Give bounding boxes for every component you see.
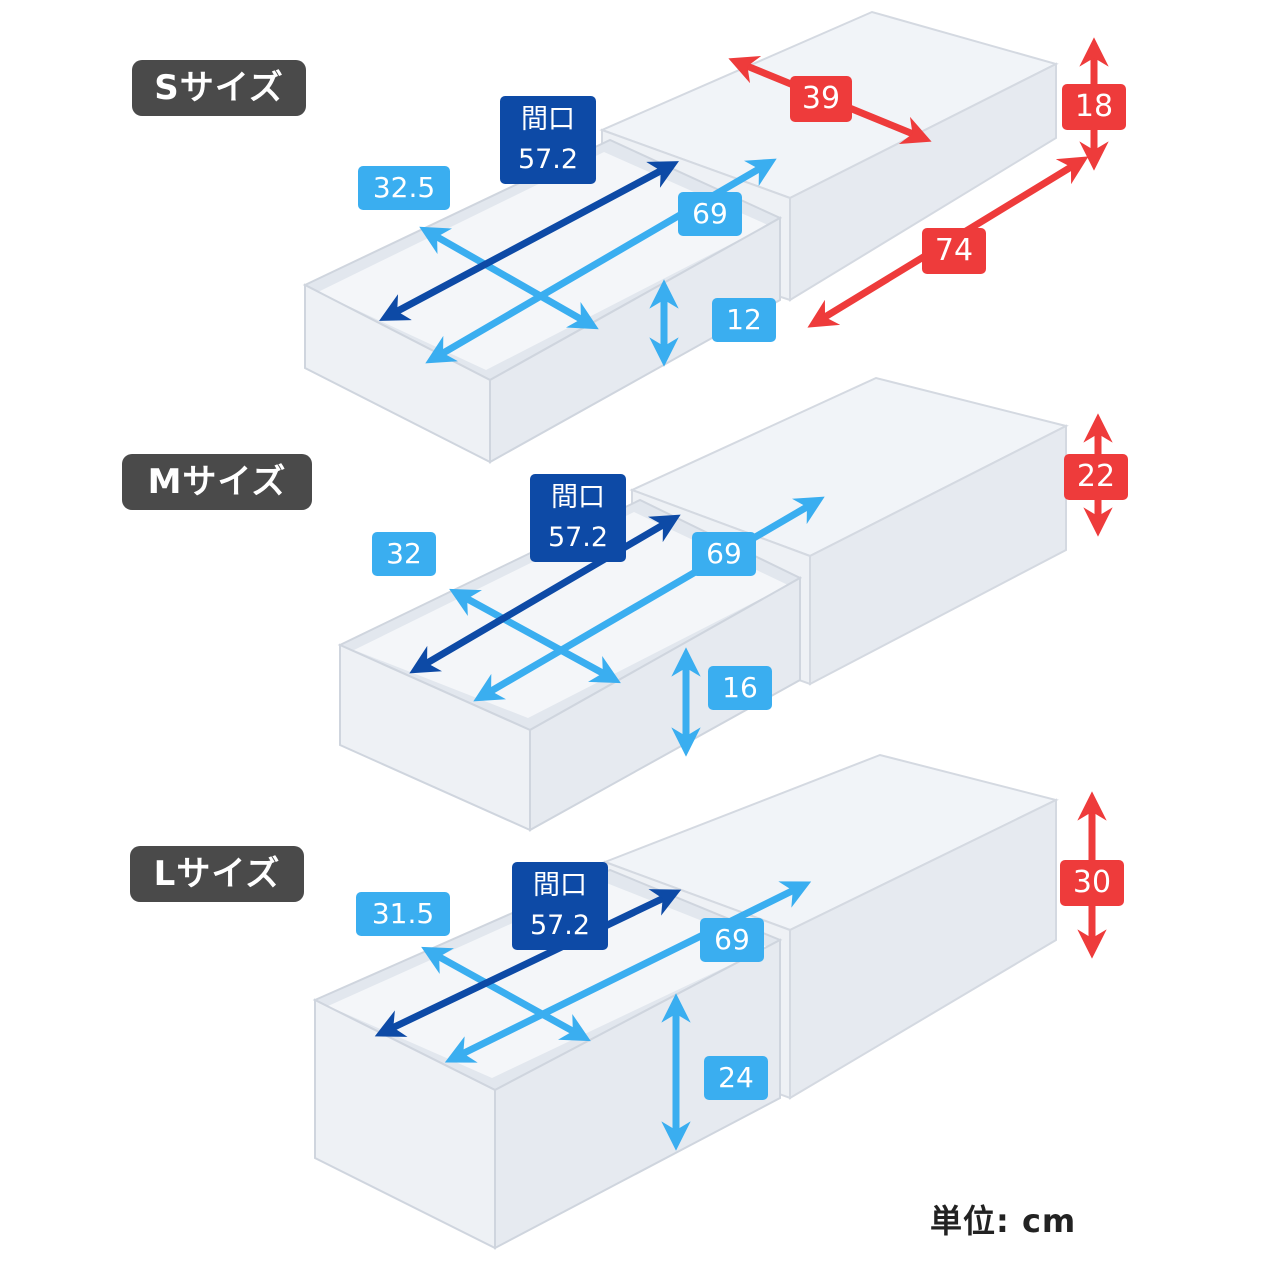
- size-label-m: Mサイズ: [122, 454, 312, 510]
- inner-depth-badge-s: 69: [678, 192, 742, 236]
- opening-value-m: 57.2: [547, 522, 609, 553]
- opening-badge-m: 間口 57.2: [530, 474, 626, 562]
- outer-depth-badge-s: 74: [922, 228, 986, 274]
- opening-value-l: 57.2: [529, 910, 591, 941]
- size-label-s: Sサイズ: [132, 60, 306, 116]
- inner-height-badge-m: 16: [708, 666, 772, 710]
- opening-badge-l: 間口 57.2: [512, 862, 608, 950]
- inner-height-badge-l: 24: [704, 1056, 768, 1100]
- arrow-m-inner-depth: [473, 496, 825, 702]
- inner-width-badge-s: 32.5: [358, 166, 450, 210]
- outer-width-badge-s: 39: [790, 76, 852, 122]
- opening-title-m: 間口: [551, 482, 605, 513]
- opening-title-l: 間口: [533, 870, 587, 901]
- inner-width-badge-m: 32: [372, 532, 436, 576]
- inner-depth-badge-m: 69: [692, 532, 756, 576]
- arrows-m: [409, 413, 1113, 757]
- arrow-l-inner-depth: [444, 881, 812, 1063]
- outer-height-badge-m: 22: [1064, 454, 1128, 500]
- drawer-l: [312, 753, 1059, 1250]
- opening-value-s: 57.2: [517, 144, 579, 175]
- opening-badge-s: 間口 57.2: [500, 96, 596, 184]
- outer-height-badge-l: 30: [1060, 860, 1124, 906]
- outer-height-badge-s: 18: [1062, 84, 1126, 130]
- inner-depth-badge-l: 69: [700, 918, 764, 962]
- size-label-l: Lサイズ: [130, 846, 304, 902]
- drawer-m: [337, 376, 1069, 832]
- unit-label: 単位: cm: [930, 1202, 1077, 1240]
- inner-width-badge-l: 31.5: [356, 892, 450, 936]
- inner-height-badge-s: 12: [712, 298, 776, 342]
- opening-title-s: 間口: [521, 104, 575, 135]
